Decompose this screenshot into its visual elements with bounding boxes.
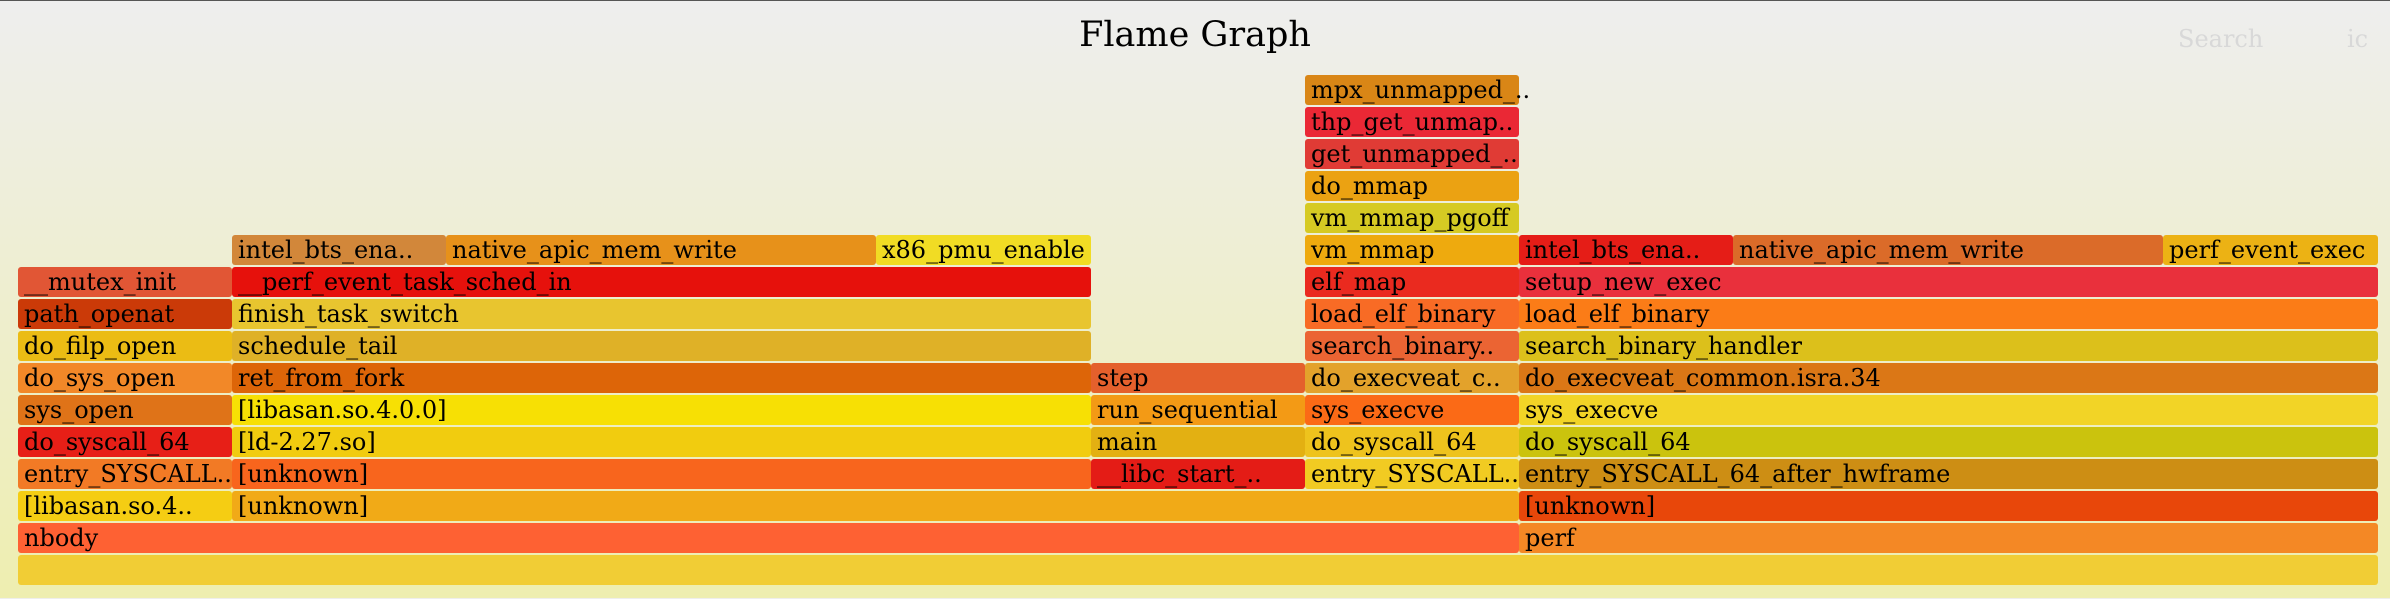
flame-graph-title: Flame Graph — [1079, 15, 1311, 55]
frame-x86-pmu-enable[interactable]: x86_pmu_enable — [876, 235, 1091, 265]
frame-entry-syscall[interactable]: entry_SYSCALL.. — [1305, 459, 1519, 489]
frame-run-sequential[interactable]: run_sequential — [1091, 395, 1305, 425]
frame-load-elf-binary[interactable]: load_elf_binary — [1305, 299, 1519, 329]
frame-perf-event-task-sched-in[interactable]: __perf_event_task_sched_in — [232, 267, 1091, 297]
frame-main[interactable]: main — [1091, 427, 1305, 457]
frame-perf-event-exec[interactable]: perf_event_exec — [2163, 235, 2378, 265]
frame-sys-execve[interactable]: sys_execve — [1305, 395, 1519, 425]
frame-step[interactable]: step — [1091, 363, 1305, 393]
frame-thp-get-unmapped-area[interactable]: thp_get_unmap.. — [1305, 107, 1519, 137]
frame-get-unmapped-area[interactable]: get_unmapped_.. — [1305, 139, 1519, 169]
frame-sys-execve[interactable]: sys_execve — [1519, 395, 2378, 425]
frame-do-mmap[interactable]: do_mmap — [1305, 171, 1519, 201]
frame-native-apic-mem-write[interactable]: native_apic_mem_write — [446, 235, 876, 265]
frame-elf-map[interactable]: elf_map — [1305, 267, 1519, 297]
frame-load-elf-binary[interactable]: load_elf_binary — [1519, 299, 2378, 329]
frame-entry-syscall[interactable]: entry_SYSCALL.. — [18, 459, 232, 489]
frame-libc-start[interactable]: __libc_start_.. — [1091, 459, 1305, 489]
frame-do-execveat-common[interactable]: do_execveat_c.. — [1305, 363, 1519, 393]
frame-mutex-init[interactable]: __mutex_init — [18, 267, 232, 297]
ignore-case-toggle[interactable]: ic — [2347, 25, 2369, 53]
frame-unknown[interactable]: [unknown] — [232, 491, 1519, 521]
frame-all[interactable] — [18, 555, 2378, 585]
frame-do-execveat-common[interactable]: do_execveat_common.isra.34 — [1519, 363, 2378, 393]
frame-intel-bts-enable[interactable]: intel_bts_ena.. — [232, 235, 446, 265]
frame-unknown[interactable]: [unknown] — [232, 459, 1091, 489]
frame-mpx-unmapped-area[interactable]: mpx_unmapped_.. — [1305, 75, 1530, 105]
frame-vm-mmap-pgoff[interactable]: vm_mmap_pgoff — [1305, 203, 1519, 233]
frame-libasan-short[interactable]: [libasan.so.4.. — [18, 491, 232, 521]
frame-do-filp-open[interactable]: do_filp_open — [18, 331, 232, 361]
frame-intel-bts-enable[interactable]: intel_bts_ena.. — [1519, 235, 1733, 265]
frame-setup-new-exec[interactable]: setup_new_exec — [1519, 267, 2378, 297]
frame-search-binary-handler[interactable]: search_binary.. — [1305, 331, 1519, 361]
frame-search-binary-handler[interactable]: search_binary_handler — [1519, 331, 2378, 361]
frame-ret-from-fork[interactable]: ret_from_fork — [232, 363, 1091, 393]
frame-libasan[interactable]: [libasan.so.4.0.0] — [232, 395, 1091, 425]
frame-ld-so[interactable]: [ld-2.27.so] — [232, 427, 1091, 457]
frame-do-syscall[interactable]: do_syscall_64 — [18, 427, 232, 457]
frame-unknown[interactable]: [unknown] — [1519, 491, 2378, 521]
frame-do-sys-open[interactable]: do_sys_open — [18, 363, 232, 393]
frame-do-syscall[interactable]: do_syscall_64 — [1305, 427, 1519, 457]
frame-nbody[interactable]: nbody — [18, 523, 1519, 553]
frame-native-apic-mem-write[interactable]: native_apic_mem_write — [1733, 235, 2163, 265]
frame-sys-open[interactable]: sys_open — [18, 395, 232, 425]
frame-path-openat[interactable]: path_openat — [18, 299, 232, 329]
search-button[interactable]: Search — [2178, 25, 2264, 53]
frame-schedule-tail[interactable]: schedule_tail — [232, 331, 1091, 361]
frame-entry-syscall-hwframe[interactable]: entry_SYSCALL_64_after_hwframe — [1519, 459, 2378, 489]
frame-perf[interactable]: perf — [1519, 523, 2378, 553]
frame-vm-mmap[interactable]: vm_mmap — [1305, 235, 1519, 265]
frame-finish-task-switch[interactable]: finish_task_switch — [232, 299, 1091, 329]
frame-do-syscall[interactable]: do_syscall_64 — [1519, 427, 2378, 457]
